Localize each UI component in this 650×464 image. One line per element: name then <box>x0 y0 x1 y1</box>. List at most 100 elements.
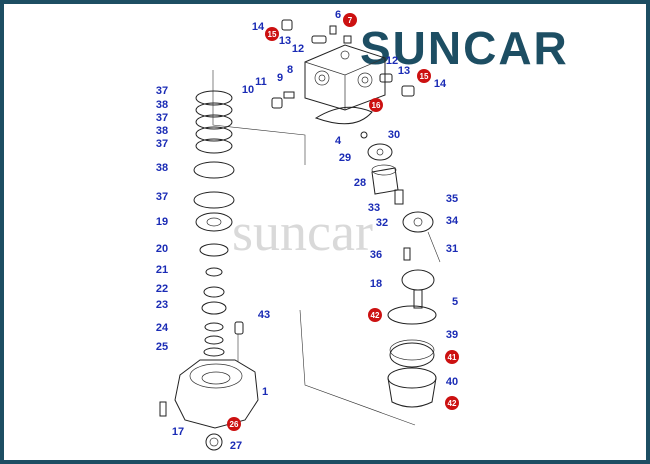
callout-label: 37 <box>156 191 168 203</box>
callout-29: 29 <box>339 152 351 164</box>
callout-12: 12 <box>292 43 304 55</box>
callout-label: 8 <box>287 64 293 76</box>
exploded-parts-diagram: suncar SUNCAR <box>156 9 569 452</box>
logo-text: SUNCAR <box>360 22 569 74</box>
callout-24: 24 <box>156 322 169 334</box>
callout-8: 8 <box>287 64 293 76</box>
callout-marker <box>445 350 459 364</box>
callout-16: 16 <box>369 98 383 112</box>
callout-label: 42 <box>371 311 380 320</box>
callout-26: 26 <box>227 417 241 431</box>
callout-31: 31 <box>446 243 458 255</box>
callout-label: 23 <box>156 299 168 311</box>
left-stack <box>159 90 259 451</box>
callout-label: 12 <box>292 43 304 55</box>
callout-30: 30 <box>388 129 400 141</box>
callout-label: 31 <box>446 243 458 255</box>
callout-label: 17 <box>172 426 184 438</box>
fittings <box>271 19 415 109</box>
callout-label: 26 <box>230 420 239 429</box>
callout-label: 11 <box>255 76 267 88</box>
callout-10: 10 <box>242 84 254 96</box>
callout-label: 42 <box>448 399 457 408</box>
callout-27: 27 <box>230 440 242 452</box>
right-stack <box>360 131 441 408</box>
callout-18: 18 <box>370 278 382 290</box>
callout-4: 4 <box>335 135 342 147</box>
callout-34: 34 <box>446 215 459 227</box>
callout-label: 19 <box>156 216 168 228</box>
callout-label: 43 <box>258 309 270 321</box>
callout-37: 37 <box>156 85 168 97</box>
callout-9: 9 <box>277 72 283 84</box>
callout-marker <box>227 417 241 431</box>
callout-22: 22 <box>156 283 168 295</box>
callout-marker <box>343 13 357 27</box>
callout-15: 15 <box>417 69 431 83</box>
callout-label: 7 <box>348 16 353 25</box>
callout-38: 38 <box>156 125 168 137</box>
callout-label: 9 <box>277 72 283 84</box>
callout-35: 35 <box>446 193 458 205</box>
callout-label: 18 <box>370 278 382 290</box>
callout-21: 21 <box>156 264 168 276</box>
callout-label: 33 <box>368 202 380 214</box>
callout-marker <box>417 69 431 83</box>
guide-line-left <box>212 70 306 165</box>
callout-label: 5 <box>452 296 458 308</box>
callout-label: 38 <box>156 162 168 174</box>
callout-label: 39 <box>446 329 458 341</box>
callout-label: 24 <box>156 322 169 334</box>
callout-38: 38 <box>156 162 168 174</box>
callout-17: 17 <box>172 426 184 438</box>
callout-33: 33 <box>368 202 380 214</box>
callout-40: 40 <box>446 376 458 388</box>
callout-label: 29 <box>339 152 351 164</box>
callout-marker <box>368 308 382 322</box>
callout-39: 39 <box>446 329 458 341</box>
callout-13: 13 <box>398 65 410 77</box>
callout-6: 6 <box>335 9 341 21</box>
callout-15: 15 <box>265 27 279 41</box>
callout-23: 23 <box>156 299 168 311</box>
callout-37: 37 <box>156 112 168 124</box>
callout-14: 14 <box>252 21 265 33</box>
callout-label: 36 <box>370 249 382 261</box>
callout-37: 37 <box>156 138 168 150</box>
callout-1: 1 <box>262 386 268 398</box>
callout-19: 19 <box>156 216 168 228</box>
callout-38: 38 <box>156 99 168 111</box>
callout-32: 32 <box>376 217 388 229</box>
callout-label: 4 <box>335 135 342 147</box>
callout-42: 42 <box>368 308 382 322</box>
callout-label: 34 <box>446 215 459 227</box>
callout-label: 28 <box>354 177 366 189</box>
callout-label: 10 <box>242 84 254 96</box>
callout-28: 28 <box>354 177 366 189</box>
callout-36: 36 <box>370 249 382 261</box>
callout-label: 6 <box>335 9 341 21</box>
guide-line-bottom <box>299 309 416 426</box>
callout-label: 37 <box>156 138 168 150</box>
callout-7: 7 <box>343 13 357 27</box>
callout-13: 13 <box>279 35 291 47</box>
callout-5: 5 <box>452 296 458 308</box>
callout-marker <box>445 396 459 410</box>
callout-label: 32 <box>376 217 388 229</box>
callout-11: 11 <box>255 76 267 88</box>
callout-label: 27 <box>230 440 242 452</box>
callout-42: 42 <box>445 396 459 410</box>
callout-label: 15 <box>268 30 277 39</box>
callout-label: 15 <box>420 72 429 81</box>
callout-label: 22 <box>156 283 168 295</box>
callout-label: 40 <box>446 376 458 388</box>
callout-marker <box>369 98 383 112</box>
callout-label: 25 <box>156 341 168 353</box>
callout-label: 16 <box>372 101 381 110</box>
callout-label: 14 <box>434 78 447 90</box>
callout-label: 12 <box>386 55 398 67</box>
callout-label: 21 <box>156 264 168 276</box>
callout-14: 14 <box>434 78 447 90</box>
gasket <box>314 106 373 125</box>
callout-label: 37 <box>156 112 168 124</box>
